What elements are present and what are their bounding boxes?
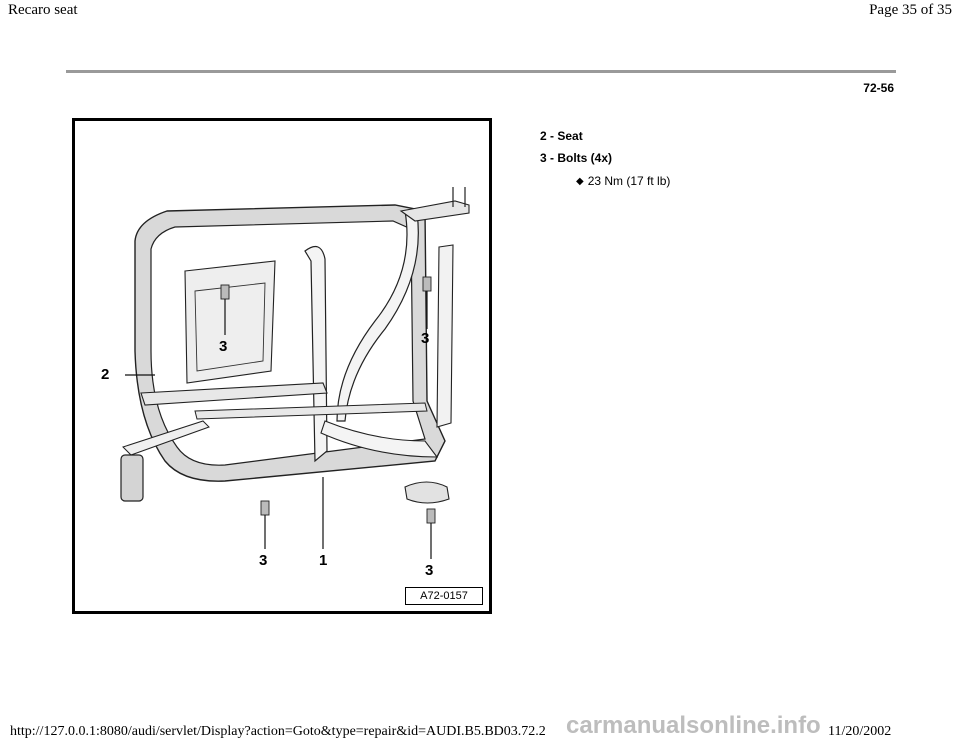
callout-3d: 3 — [425, 562, 433, 579]
legend-subitem-torque: ◆ 23 Nm (17 ft lb) — [576, 174, 670, 188]
legend: 2 - Seat 3 - Bolts (4x) ◆ 23 Nm (17 ft l… — [540, 128, 670, 188]
legend-item-seat: 2 - Seat — [540, 129, 583, 143]
callout-3c: 3 — [259, 552, 267, 569]
watermark-logo: carmanualsonline.info — [566, 712, 821, 739]
callout-3a: 3 — [219, 338, 227, 355]
seat-diagram-figure: 1 2 3 3 3 3 A72-0157 — [72, 118, 492, 614]
callout-1: 1 — [319, 552, 327, 569]
header-title: Recaro seat — [8, 2, 78, 18]
section-ref-code: 72-56 — [863, 81, 894, 95]
seat-frame-drawing: 1 2 3 3 3 3 — [101, 187, 470, 579]
page-number: Page 35 of 35 — [869, 2, 952, 18]
footer-url: http://127.0.0.1:8080/audi/servlet/Displ… — [10, 724, 546, 739]
callout-2: 2 — [101, 366, 109, 383]
footer-date: 11/20/2002 — [828, 724, 892, 739]
header-rule — [66, 70, 896, 73]
legend-item-bolts: 3 - Bolts (4x) — [540, 151, 613, 165]
figure-code: A72-0157 — [405, 587, 483, 605]
torque-value: 23 Nm (17 ft lb) — [587, 174, 671, 188]
callout-3b: 3 — [421, 330, 429, 347]
diamond-bullet-icon: ◆ — [576, 175, 584, 187]
